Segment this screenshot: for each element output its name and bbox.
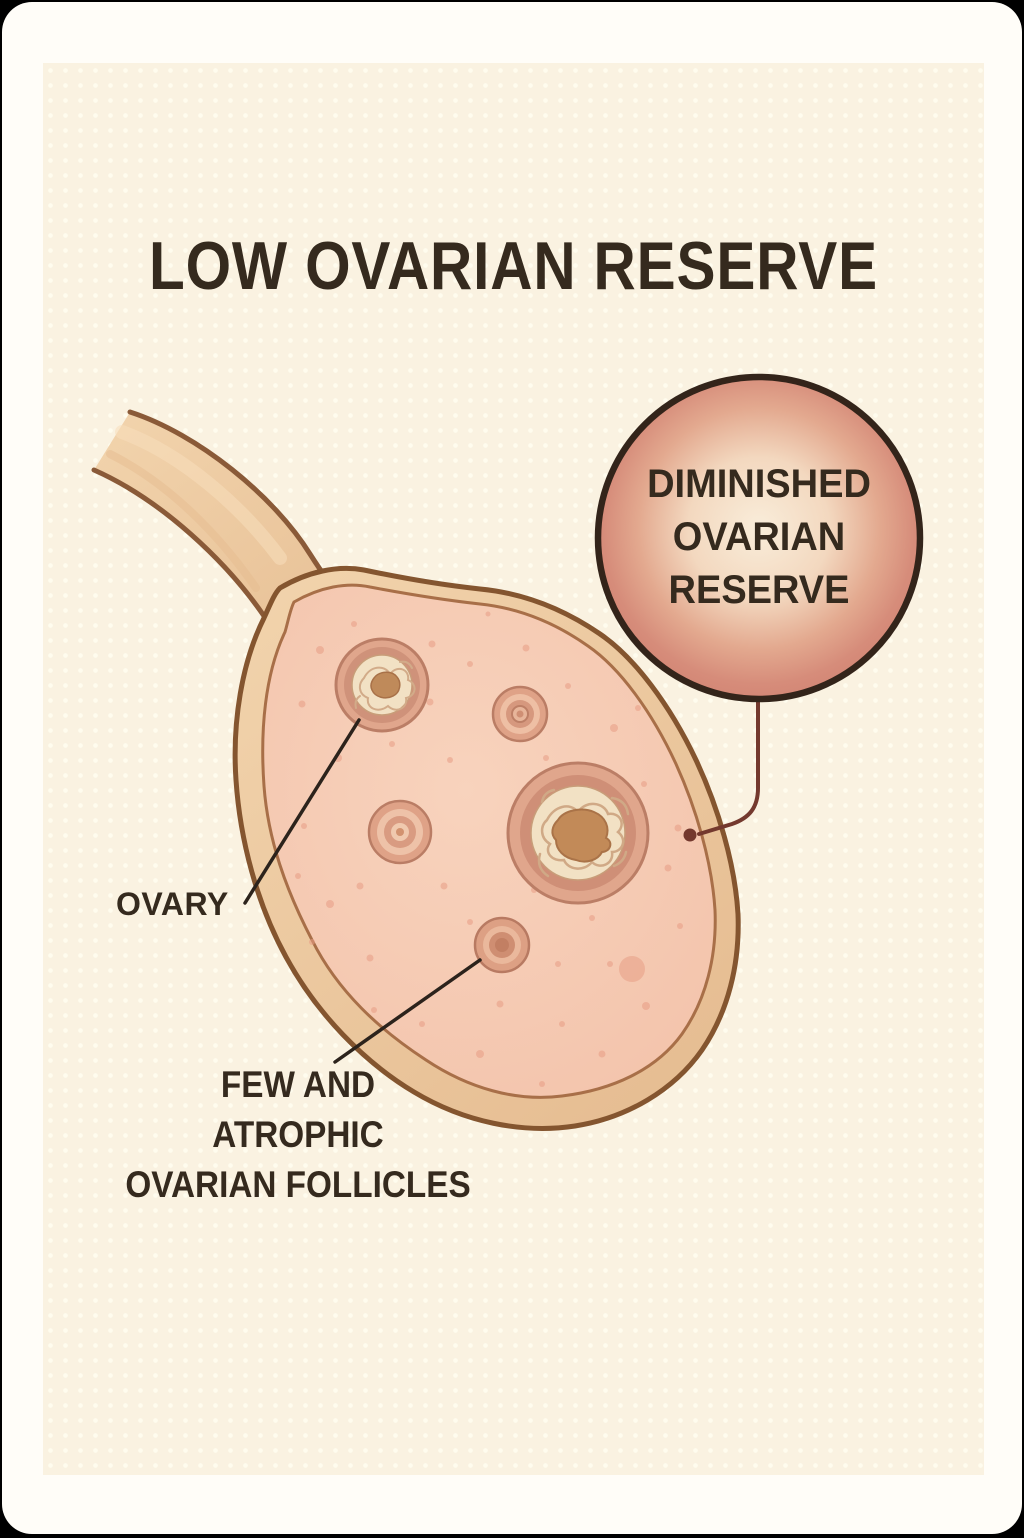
callout-connector-dot (683, 828, 697, 842)
callout-label-line3: RESERVE (668, 568, 850, 612)
cortex-blush-spot (619, 956, 645, 982)
atrophic-follicle-medium (367, 799, 433, 865)
callout-label: DIMINISHED OVARIAN RESERVE (598, 458, 921, 617)
cortex-speckles (295, 611, 683, 1087)
page-title: LOW OVARIAN RESERVE (148, 228, 879, 304)
primary-follicle-large (334, 637, 430, 733)
follicles-label-line2: ATROPHIC (212, 1114, 384, 1155)
atrophic-follicle-bottom (473, 916, 531, 974)
atrophic-follicle-small (491, 685, 549, 743)
follicles-label: FEW AND ATROPHIC OVARIAN FOLLICLES (123, 1060, 474, 1210)
ovary-label: OVARY (116, 886, 229, 922)
callout-bubble (594, 373, 924, 703)
callout-label-line1: DIMINISHED (647, 462, 871, 506)
callout-label-line2: OVARIAN (672, 515, 846, 559)
follicles-label-line1: FEW AND (220, 1064, 376, 1105)
mature-follicle-large (506, 761, 650, 905)
follicles-leader-line (333, 958, 482, 1064)
follicles-label-line3: OVARIAN FOLLICLES (125, 1164, 471, 1205)
ovary-leader-line (243, 718, 361, 905)
callout-connector-line (697, 700, 760, 836)
